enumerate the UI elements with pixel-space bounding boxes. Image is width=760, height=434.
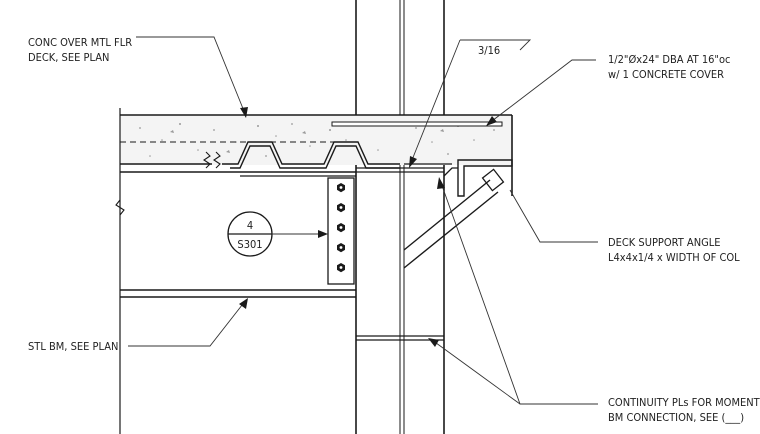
- callout-detail-number: 4: [247, 219, 253, 232]
- label-conc-deck-line2: DECK, SEE PLAN: [28, 51, 109, 64]
- continuity-plates: [356, 167, 444, 341]
- label-deck-angle-line2: L4x4x1/4 x WIDTH OF COL: [608, 251, 740, 264]
- label-stl-bm: STL BM, SEE PLAN: [28, 340, 118, 353]
- callout-sheet-number: S301: [237, 238, 262, 251]
- leader-lines: [128, 36, 598, 405]
- label-dba-line1: 1/2"Øx24" DBA AT 16"oc: [608, 53, 730, 66]
- shear-tab-plate: [327, 177, 355, 285]
- label-deck-angle-line1: DECK SUPPORT ANGLE: [608, 236, 721, 249]
- steel-column: [355, 0, 445, 434]
- label-continuity-line2: BM CONNECTION, SEE (___): [608, 411, 744, 424]
- label-weld-size: 3/16: [478, 44, 500, 57]
- label-conc-deck-line1: CONC OVER MTL FLR: [28, 36, 132, 49]
- label-dba-line2: w/ 1 CONCRETE COVER: [608, 68, 724, 81]
- steel-beam: [115, 171, 356, 298]
- label-continuity-line1: CONTINUITY PLs FOR MOMENT: [608, 396, 760, 409]
- concrete-slab: [119, 108, 513, 434]
- deck-support-angle: [443, 159, 513, 197]
- deformed-bar-anchor: [331, 121, 503, 127]
- break-line: [203, 151, 221, 169]
- kicker-brace: [403, 179, 499, 269]
- section-callout: 4 S301: [227, 211, 328, 257]
- annotation-labels: CONC OVER MTL FLR DECK, SEE PLAN 3/16 1/…: [28, 36, 760, 424]
